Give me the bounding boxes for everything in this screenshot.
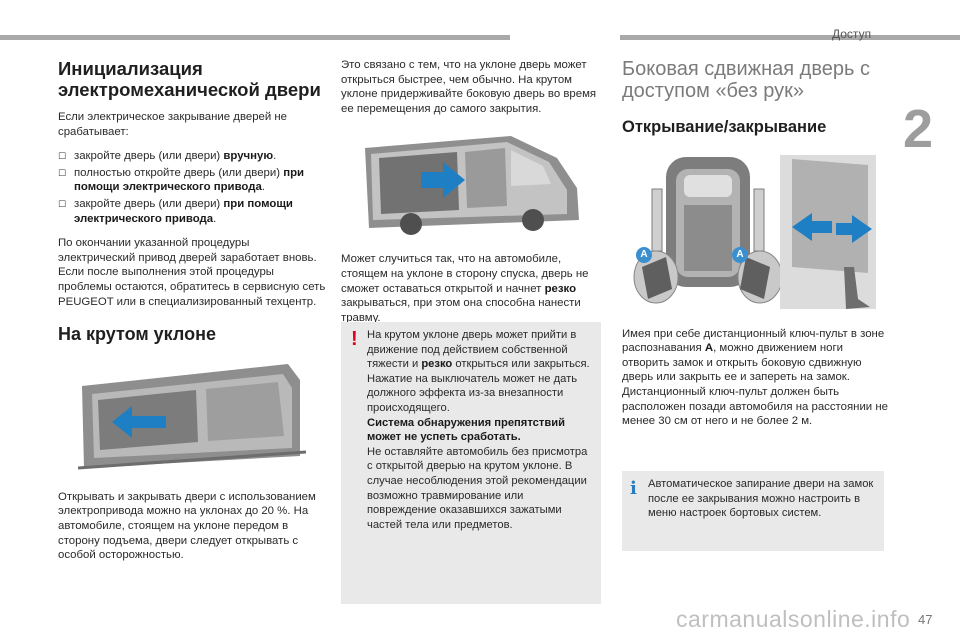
chapter-number: 2 [903, 99, 934, 159]
section-label: Доступ [832, 27, 872, 41]
slope-title: На крутом уклоне [58, 324, 216, 345]
slope-text: Открывать и закрывать двери с использова… [58, 490, 316, 562]
info-icon: i [630, 478, 637, 499]
init-steps: ☐закройте дверь (или двери) вручную. ☐по… [58, 149, 326, 226]
downhill-text: Может случиться так, что на автомобиле, … [341, 253, 589, 324]
init-title: Инициализация электромеханической двери [58, 58, 321, 100]
warning-exclamation-icon: ! [351, 328, 358, 350]
init-after-text: По окончании указанной процедуры электри… [58, 237, 326, 308]
right-column: Боковая сдвижная дверь с доступом «без р… [622, 58, 890, 429]
init-step: ☐закройте дверь (или двери) при помощи э… [58, 197, 293, 225]
header-rule-right [620, 35, 960, 40]
warning-box: ! На крутом уклоне дверь может прийти в … [341, 322, 601, 604]
checkbox-bullet-icon: ☐ [58, 167, 67, 178]
zone-a-badge-left: A [636, 246, 652, 263]
handsfree-text: Имея при себе дистанционный ключ-пульт в… [622, 327, 888, 428]
checkbox-bullet-icon: ☐ [58, 151, 67, 162]
warning-text: На крутом уклоне дверь может прийти в дв… [367, 329, 590, 531]
header-rule-left [0, 35, 510, 40]
slope-text-continued: Это связано с тем, что на уклоне дверь м… [341, 59, 597, 115]
info-text: Автоматическое запирание двери на замок … [648, 478, 874, 520]
handsfree-illustration: A A [632, 148, 882, 315]
checkbox-bullet-icon: ☐ [58, 198, 67, 209]
init-step: ☐полностью откройте дверь (или двери) пр… [58, 166, 305, 194]
left-column: Инициализация электромеханической двери … [58, 58, 326, 563]
warning-bold-line: Система обнаружения препятствий может не… [367, 416, 565, 444]
van-slope-illustration [78, 355, 306, 474]
handsfree-subtitle: Открывание/закрывание [622, 118, 827, 136]
zone-a-badge-right: A [732, 246, 748, 263]
page-number: 47 [918, 612, 933, 627]
init-step: ☐закройте дверь (или двери) вручную. [58, 150, 277, 163]
van-side-door-illustration [361, 128, 583, 239]
info-box: i Автоматическое запирание двери на замо… [622, 471, 884, 551]
watermark: carmanualsonline.info [676, 606, 911, 632]
handsfree-title: Боковая сдвижная дверь с доступом «без р… [622, 58, 870, 102]
middle-column: Это связано с тем, что на уклоне дверь м… [341, 58, 603, 325]
init-intro: Если электрическое закрывание дверей не … [58, 111, 288, 138]
